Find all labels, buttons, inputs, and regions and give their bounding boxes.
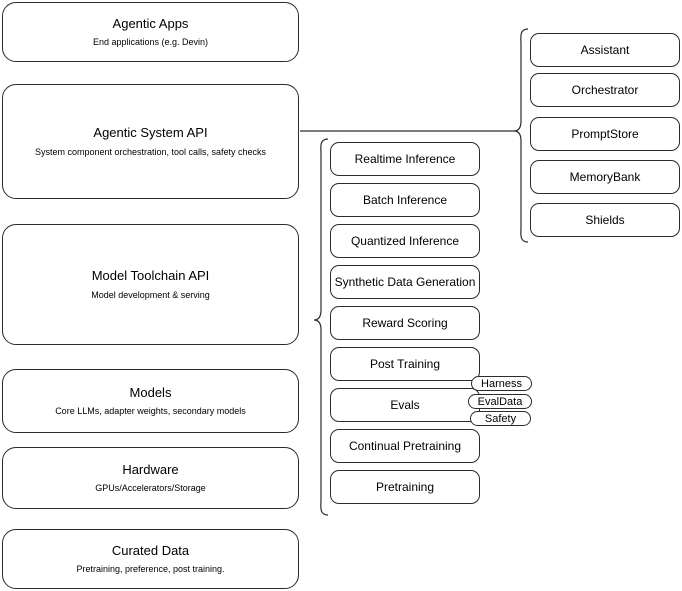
agentic-component-promptstore[interactable]: PromptStore <box>530 117 680 151</box>
agentic-component-assistant[interactable]: Assistant <box>530 33 680 67</box>
agentic-component-label: PromptStore <box>571 126 639 141</box>
toolchain-item-post-training[interactable]: Post Training <box>330 347 480 381</box>
layer-subtitle: GPUs/Accelerators/Storage <box>95 483 206 493</box>
toolchain-item-continual-pretraining[interactable]: Continual Pretraining <box>330 429 480 463</box>
layer-subtitle: End applications (e.g. Devin) <box>92 37 209 47</box>
layer-curated-data[interactable]: Curated Data Pretraining, preference, po… <box>2 529 299 589</box>
evals-subcomponent-safety[interactable]: Safety <box>470 411 531 426</box>
evals-subcomponent-evaldata[interactable]: EvalData <box>468 394 532 409</box>
layer-subtitle: System component orchestration, tool cal… <box>34 146 267 157</box>
layer-subtitle: Core LLMs, adapter weights, secondary mo… <box>55 406 246 416</box>
toolchain-item-label: Continual Pretraining <box>348 438 462 453</box>
brace-toolchain-components <box>313 138 329 516</box>
toolchain-item-label: Evals <box>390 397 420 412</box>
toolchain-item-label: Post Training <box>369 356 441 371</box>
toolchain-item-evals[interactable]: Evals <box>330 388 480 422</box>
agentic-component-memorybank[interactable]: MemoryBank <box>530 160 680 194</box>
evals-subcomponent-label: Safety <box>484 412 517 425</box>
layer-subtitle: Pretraining, preference, post training. <box>76 564 225 574</box>
toolchain-item-label: Pretraining <box>375 479 435 494</box>
layer-agentic-apps[interactable]: Agentic Apps End applications (e.g. Devi… <box>2 2 299 62</box>
layer-agentic-system-api[interactable]: Agentic System API System component orch… <box>2 84 299 199</box>
agentic-component-label: MemoryBank <box>569 169 641 184</box>
agentic-component-orchestrator[interactable]: Orchestrator <box>530 73 680 107</box>
agentic-component-label: Assistant <box>580 42 630 57</box>
toolchain-item-realtime-inference[interactable]: Realtime Inference <box>330 142 480 176</box>
brace-agentic-system-components <box>513 28 529 243</box>
agentic-component-shields[interactable]: Shields <box>530 203 680 237</box>
evals-subcomponent-label: EvalData <box>477 395 523 408</box>
toolchain-item-pretraining[interactable]: Pretraining <box>330 470 480 504</box>
toolchain-item-reward-scoring[interactable]: Reward Scoring <box>330 306 480 340</box>
toolchain-item-synthetic-data-generation[interactable]: Synthetic Data Generation <box>330 265 480 299</box>
layer-title: Agentic Apps <box>112 15 189 31</box>
agentic-component-label: Orchestrator <box>571 82 639 97</box>
toolchain-item-label: Synthetic Data Generation <box>334 274 476 289</box>
layer-model-toolchain-api[interactable]: Model Toolchain API Model development & … <box>2 224 299 345</box>
layer-title: Agentic System API <box>93 125 208 141</box>
layer-title: Model Toolchain API <box>91 268 210 284</box>
layer-title: Curated Data <box>111 542 190 558</box>
toolchain-item-batch-inference[interactable]: Batch Inference <box>330 183 480 217</box>
layer-subtitle: Model development & serving <box>91 289 210 300</box>
layer-title: Hardware <box>122 461 179 477</box>
toolchain-item-label: Quantized Inference <box>350 233 460 248</box>
agentic-component-label: Shields <box>585 212 625 227</box>
layer-models[interactable]: Models Core LLMs, adapter weights, secon… <box>2 369 299 433</box>
evals-subcomponent-harness[interactable]: Harness <box>471 376 532 391</box>
toolchain-item-label: Realtime Inference <box>354 151 456 166</box>
evals-subcomponent-label: Harness <box>481 377 522 390</box>
toolchain-item-label: Batch Inference <box>362 192 448 207</box>
toolchain-item-label: Reward Scoring <box>362 315 448 330</box>
layer-title: Models <box>129 384 172 400</box>
layer-hardware[interactable]: Hardware GPUs/Accelerators/Storage <box>2 447 299 509</box>
toolchain-item-quantized-inference[interactable]: Quantized Inference <box>330 224 480 258</box>
